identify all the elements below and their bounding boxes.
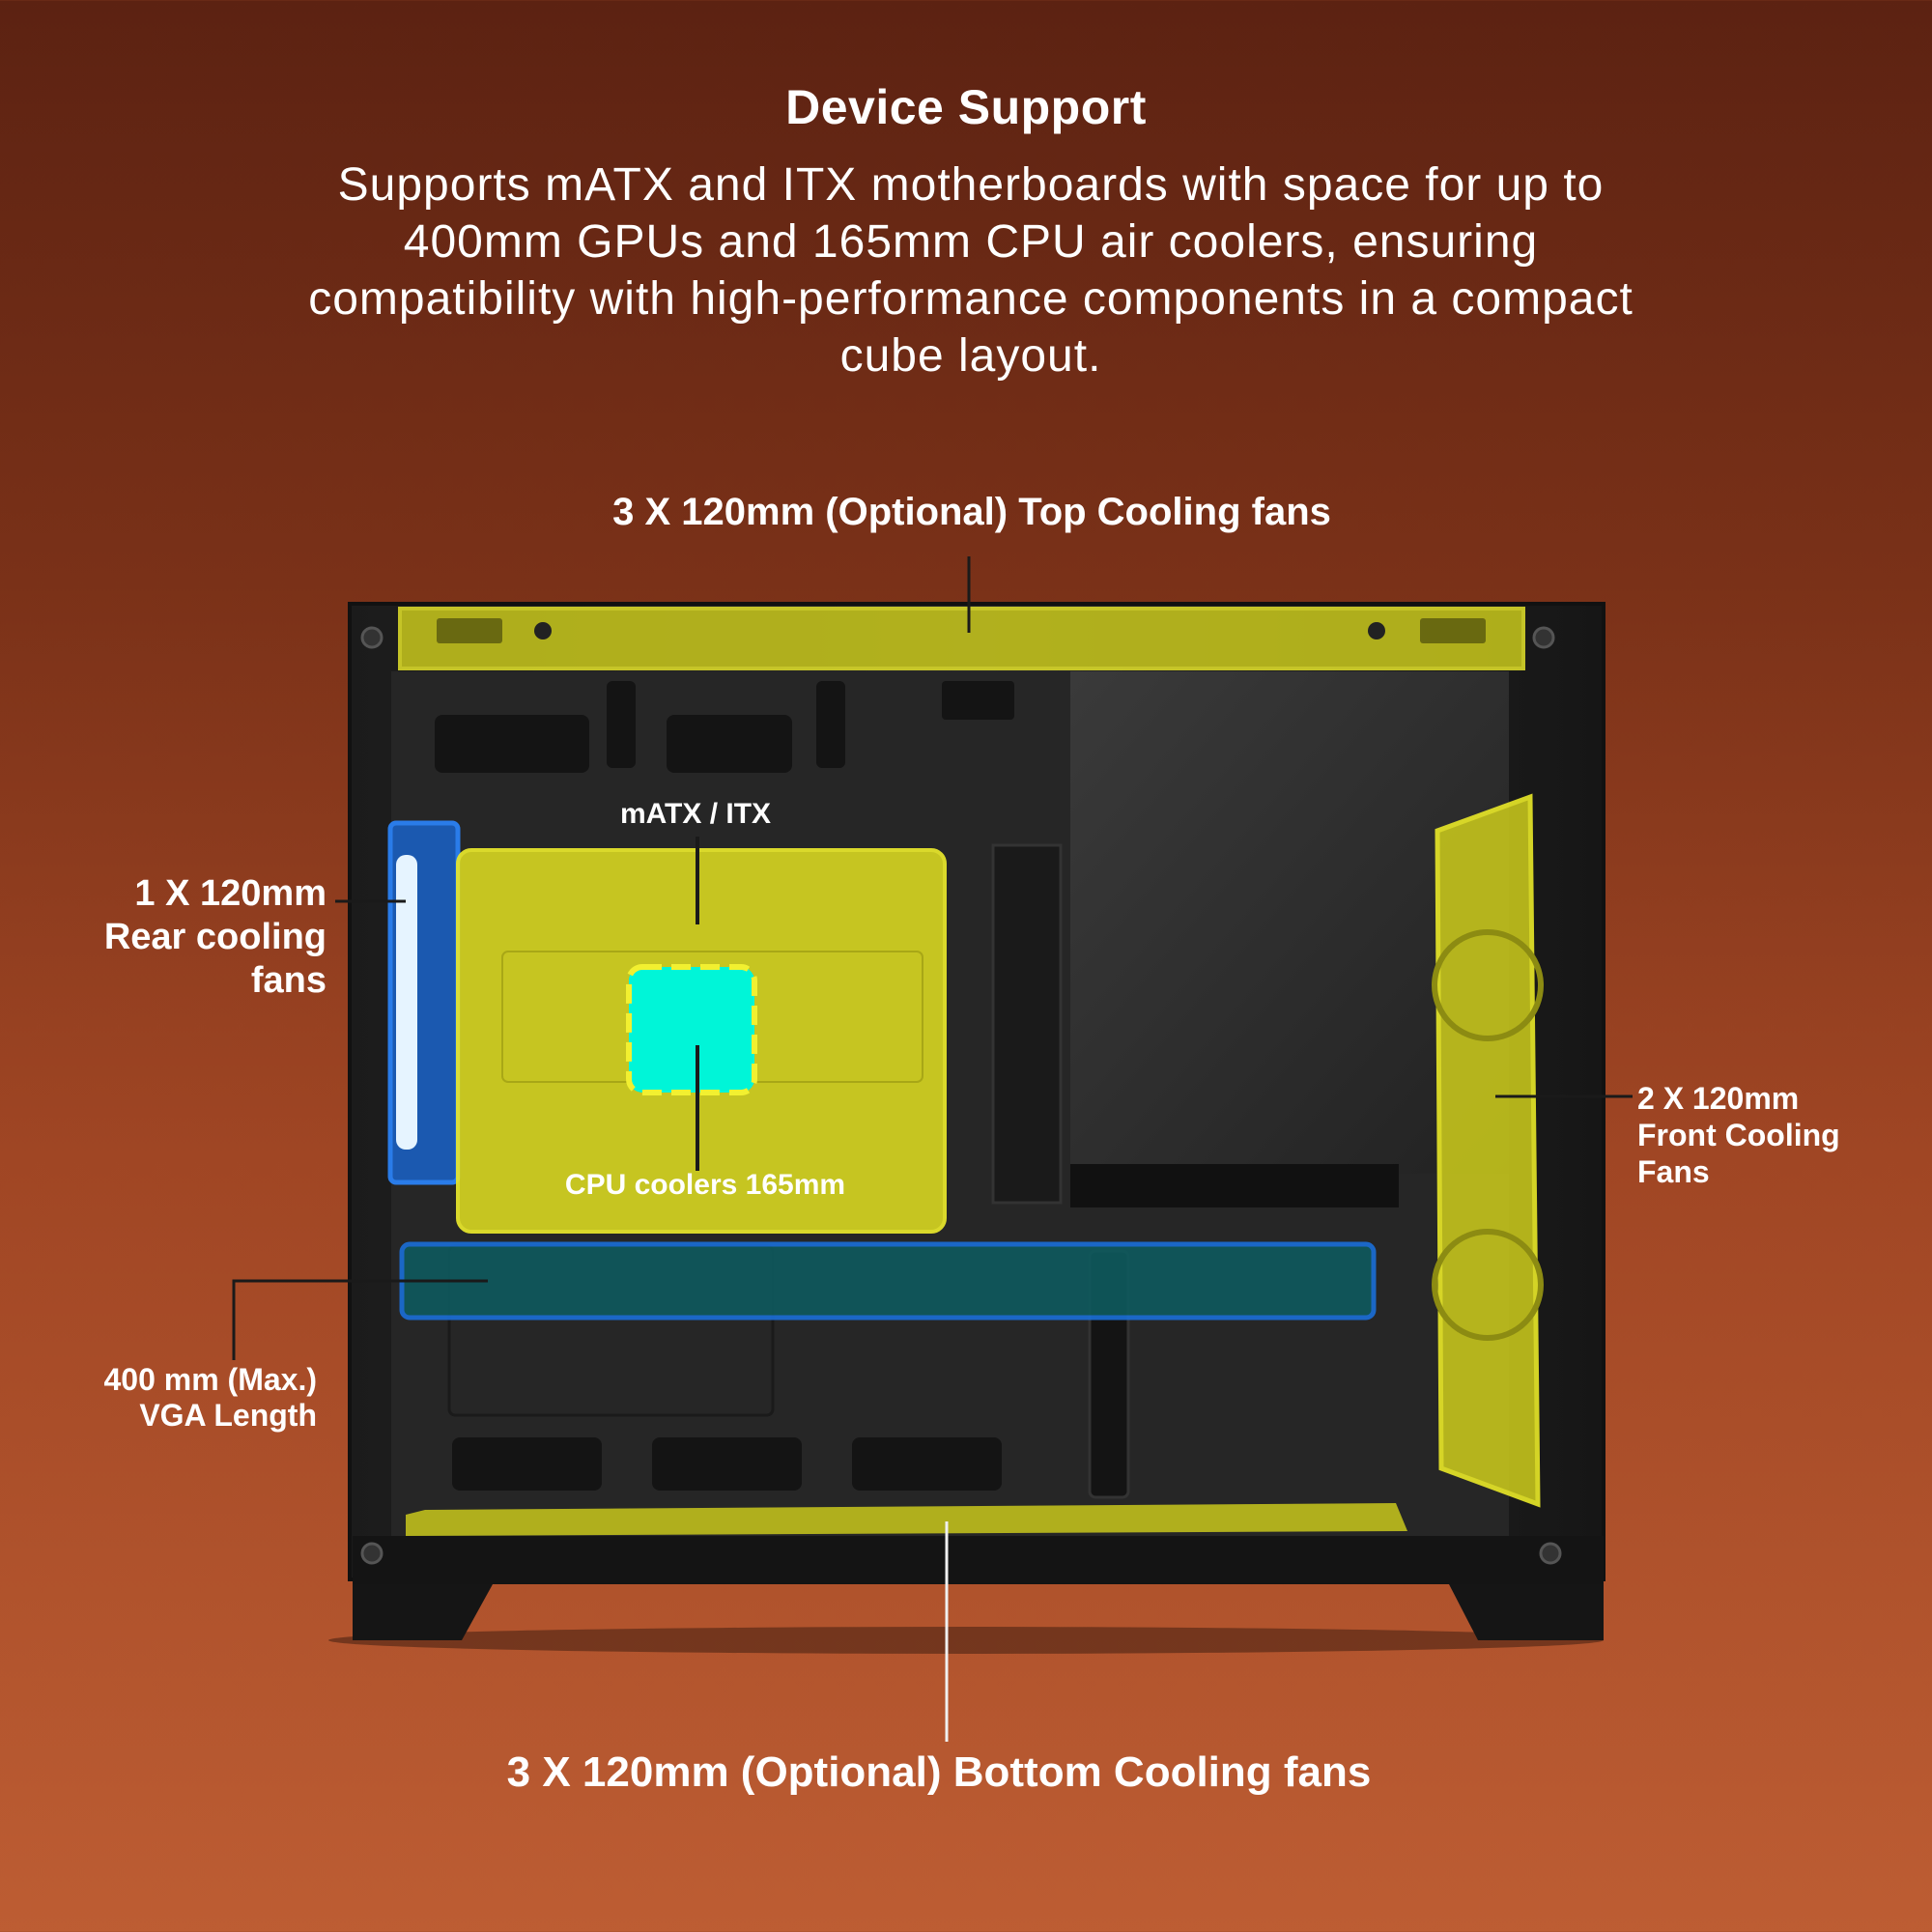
screw-icon [360,1542,384,1565]
cutout [652,1437,802,1491]
screw-icon [1532,626,1555,649]
front-fan-highlight [1435,793,1541,1508]
cpu-cooler-highlight [626,964,757,1095]
cutout [816,681,845,768]
top-fan-clip [1420,618,1486,643]
cutout [452,1437,602,1491]
leader-line-gpu [232,1279,488,1360]
top-fans-label: 3 X 120mm (Optional) Top Cooling fans [612,491,1331,533]
screw-icon [1539,1542,1562,1565]
screw-icon [534,622,552,639]
screw-icon [1368,622,1385,639]
fan-blade-icon [1432,1229,1544,1341]
top-fan-highlight [398,607,1525,670]
screw-icon [360,626,384,649]
gpu-length-label: 400 mm (Max.) VGA Length [103,1362,317,1433]
top-fan-clip [437,618,502,643]
case-foot-right [1449,1584,1604,1640]
cutout [667,715,792,773]
rear-fans-label: 1 X 120mm Rear cooling fans [103,873,327,1001]
motherboard-label: mATX / ITX [619,798,772,830]
case-shadow [328,1627,1604,1654]
page-description: Supports mATX and ITX motherboards with … [308,159,1634,382]
cutout [435,715,589,773]
cutout [942,681,1014,720]
fan-blade-icon [1432,929,1544,1041]
gpu-highlight [399,1241,1377,1321]
page-title: Device Support [785,80,1147,134]
front-fans-label: 2 X 120mm Front Cooling Fans [1637,1081,1840,1189]
cutout [607,681,636,768]
chamber-divider [1070,1164,1399,1208]
cpu-cooler-label: CPU coolers 165mm [564,1169,846,1201]
case-base [353,1536,1604,1584]
case-foot-left [353,1584,493,1640]
bottom-fans-label: 3 X 120mm (Optional) Bottom Cooling fans [506,1748,1372,1796]
rear-fan-light [396,855,417,1150]
cutout [852,1437,1002,1491]
bottom-fan-highlight [406,1503,1407,1536]
cable-channel [991,843,1063,1205]
